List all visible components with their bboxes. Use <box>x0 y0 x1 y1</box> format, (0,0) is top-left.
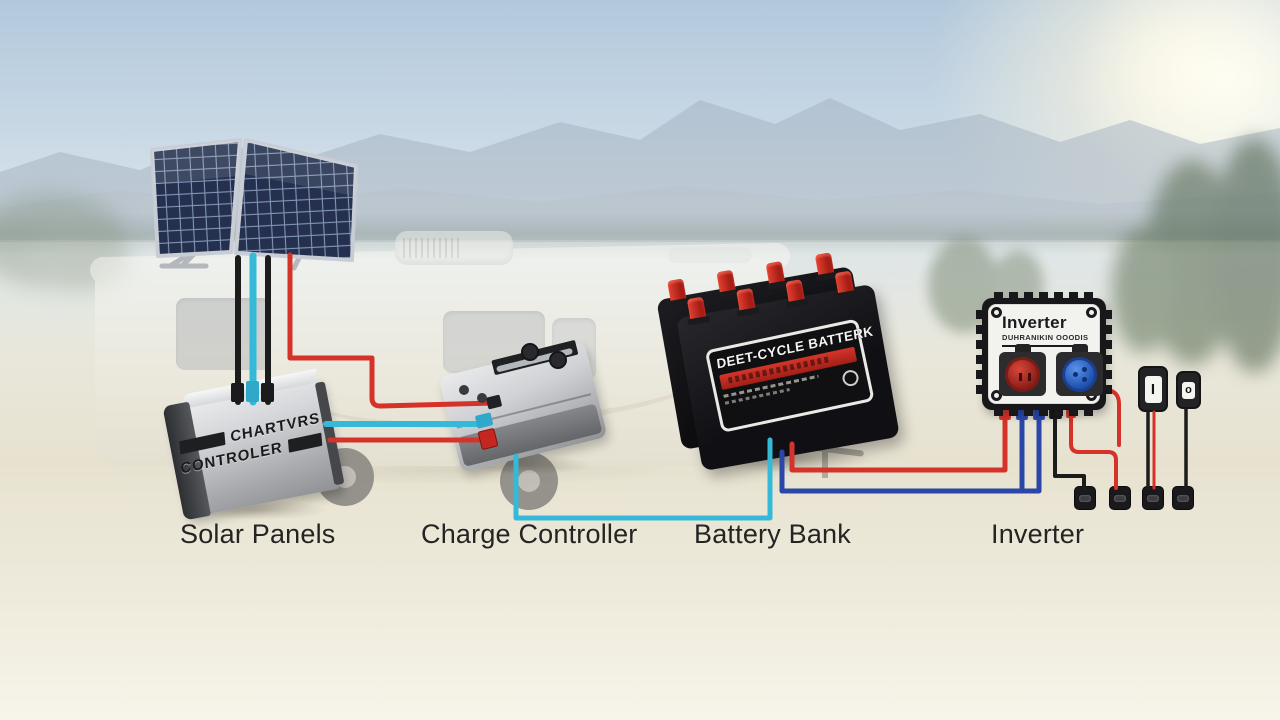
wire-cap-black <box>261 383 274 402</box>
rv-jack-post <box>822 440 828 478</box>
wire-cap-black <box>231 383 244 402</box>
screw-icon <box>991 307 1002 318</box>
switch-on-glyph: I <box>1144 375 1162 403</box>
panel-glare <box>152 140 240 184</box>
power-switch-aux: o <box>1176 371 1201 409</box>
red-socket-icon <box>1005 356 1040 392</box>
ac-socket-red <box>999 344 1046 396</box>
inverter-subtitle-text: DUHRANIKIN OOODIS <box>1002 333 1089 342</box>
knob-icon <box>521 343 539 361</box>
solar-panel-left <box>150 138 242 258</box>
rv-ac-unit <box>395 231 513 265</box>
solar-panel-right <box>234 138 358 262</box>
wire-battery-negative-blue <box>779 415 1042 494</box>
inverter-device: Inverter DUHRANIKIN OOODIS <box>976 292 1112 416</box>
wire-connector-black <box>486 394 502 410</box>
screw-icon <box>477 393 487 403</box>
wire-cap-cyan <box>246 381 259 402</box>
wire-battery-positive-red <box>789 415 1008 473</box>
caption-solar-panels: Solar Panels <box>180 519 336 549</box>
inverter-underline <box>1002 345 1087 347</box>
rv-wheel-hub <box>518 470 540 492</box>
wire-ctrl-to-battery-cyan <box>513 437 773 521</box>
caption-inverter: Inverter <box>991 519 1085 549</box>
cyan-terminal <box>475 412 494 429</box>
rv-roof-vent <box>668 247 752 263</box>
caption-charge-controller: Charge Controller <box>421 519 638 549</box>
screw-icon <box>459 385 469 395</box>
screw-icon <box>991 390 1002 401</box>
red-terminal <box>477 428 499 450</box>
knob-icon <box>549 351 567 369</box>
wire-pv-positive-red <box>287 252 498 409</box>
switch-off-glyph: o <box>1182 381 1195 399</box>
ac-socket-blue <box>1056 344 1103 396</box>
caption-battery-bank: Battery Bank <box>694 519 851 549</box>
wire-inverter-red <box>1069 415 1118 490</box>
blue-socket-icon <box>1062 356 1097 392</box>
inverter-sockets <box>999 344 1103 396</box>
screw-icon <box>1086 307 1097 318</box>
inverter-title-text: Inverter <box>1002 313 1067 332</box>
accessory-module <box>1172 486 1194 510</box>
panel-glare <box>244 140 356 196</box>
accessory-module <box>1109 486 1131 510</box>
wire-inverter-black <box>1053 416 1086 490</box>
inverter-face-panel: Inverter DUHRANIKIN OOODIS <box>988 304 1103 404</box>
